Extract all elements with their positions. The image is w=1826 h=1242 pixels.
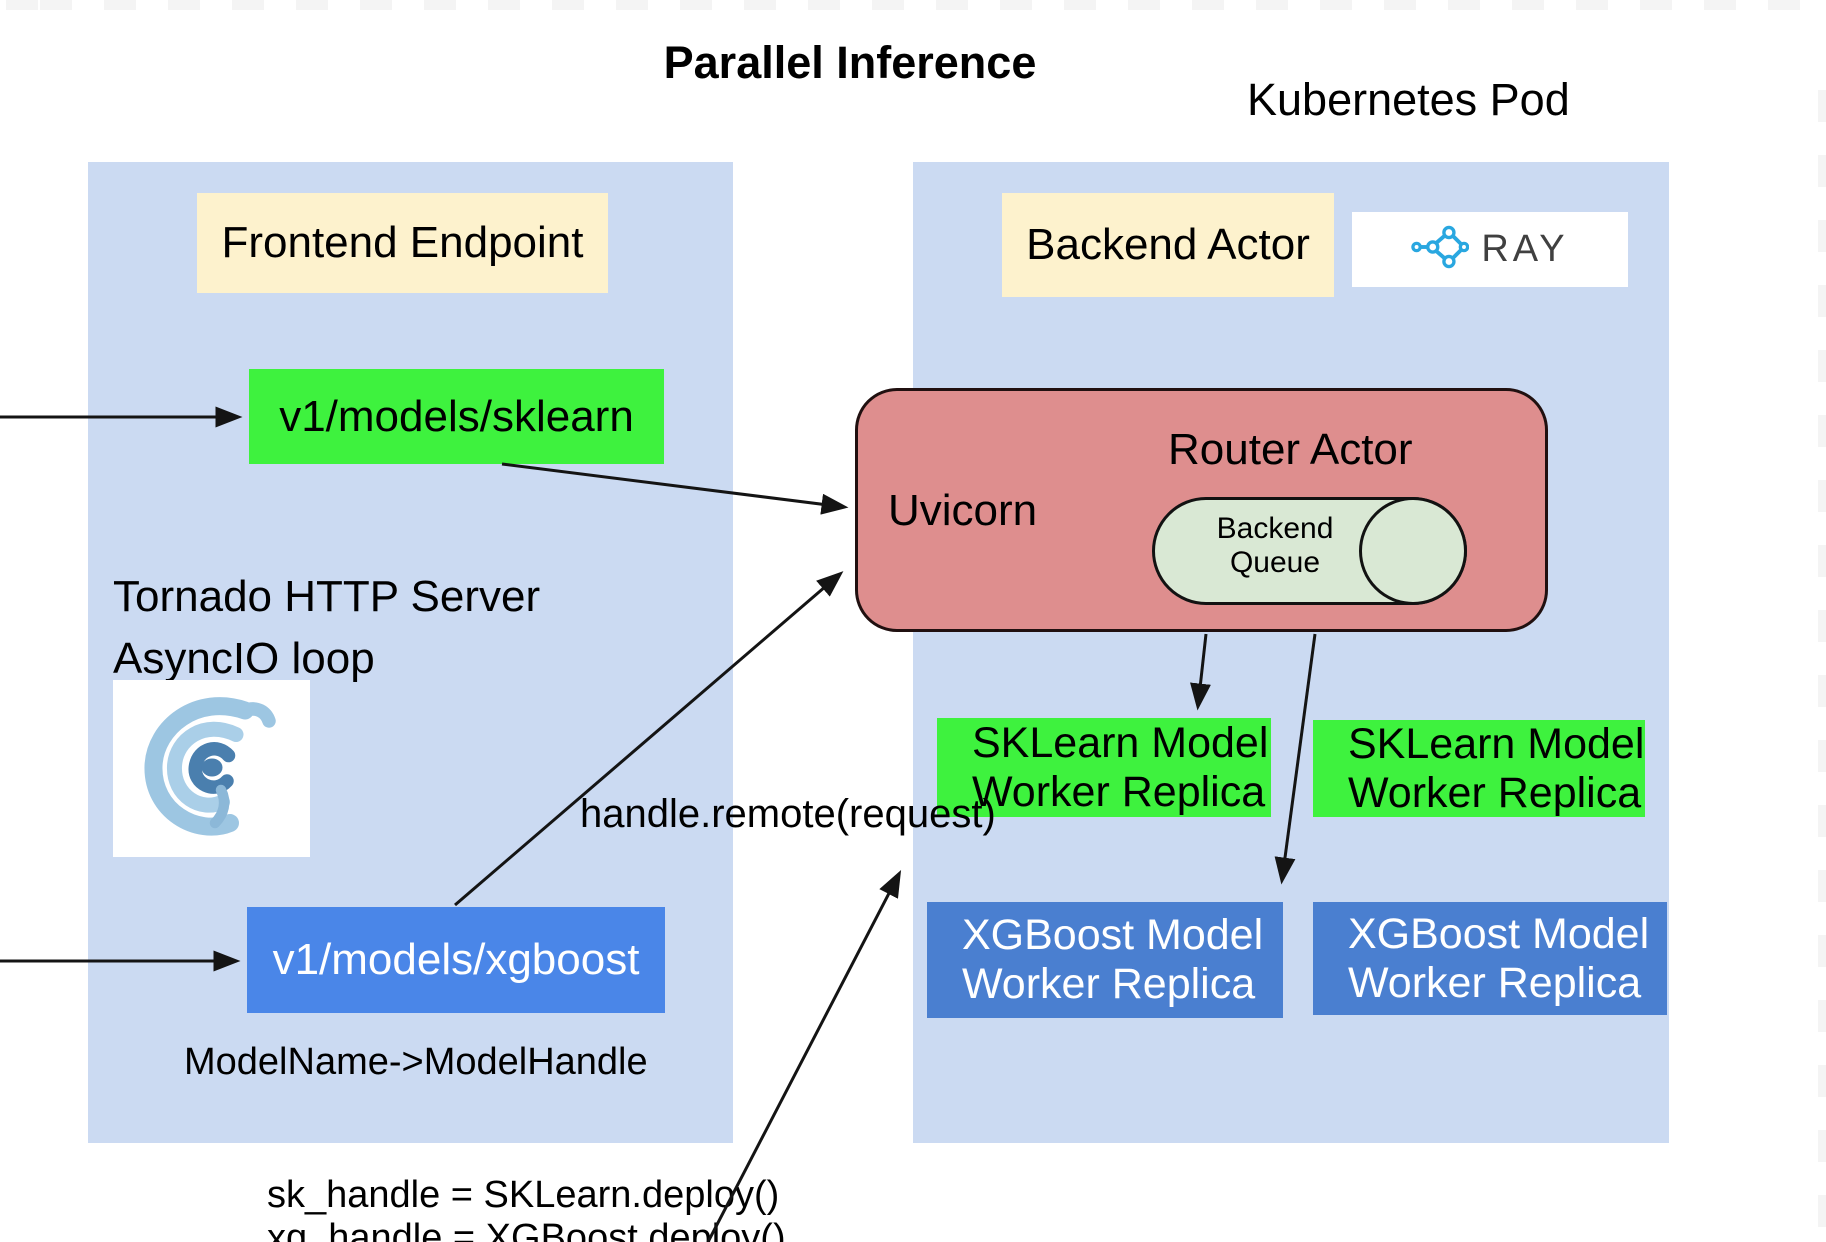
xgboost-route-label: v1/models/xgboost [272, 935, 640, 984]
tornado-server-caption: Tornado HTTP Server AsyncIO loop [113, 566, 540, 690]
backend-queue-end-circle [1359, 497, 1467, 605]
frontend-endpoint-label: Frontend Endpoint [221, 218, 584, 267]
model-mapping-note: ModelName->ModelHandle [184, 1041, 648, 1083]
sklearn-worker-replica-2: SKLearn Model Worker Replica [1313, 720, 1645, 817]
backend-actor-box: Backend Actor [1002, 193, 1334, 297]
tornado-logo [113, 680, 310, 857]
xgboost-route-box: v1/models/xgboost [247, 907, 665, 1013]
sklearn-worker-replica-1: SKLearn Model Worker Replica [937, 718, 1271, 817]
ray-wordmark: RAY [1481, 228, 1569, 270]
backend-queue-line1: Backend [1216, 512, 1334, 545]
tornado-caption-line2: AsyncIO loop [113, 634, 375, 683]
worker-line1: SKLearn Model [972, 718, 1269, 767]
sklearn-route-box: v1/models/sklearn [249, 369, 664, 464]
xgboost-worker-replica-1: XGBoost Model Worker Replica [927, 902, 1283, 1018]
transparency-checker-top [0, 0, 1826, 10]
backend-queue-line2: Queue [1229, 546, 1321, 579]
xgboost-worker-replica-2: XGBoost Model Worker Replica [1313, 902, 1667, 1015]
worker-line1: XGBoost Model [962, 911, 1264, 959]
ray-logo-box: RAY [1352, 212, 1628, 287]
worker-line2: Worker Replica [972, 767, 1266, 816]
worker-line2: Worker Replica [1348, 958, 1642, 1007]
deploy-code-line1: sk_handle = SKLearn.deploy() [267, 1174, 780, 1216]
worker-line2: Worker Replica [1348, 768, 1642, 817]
deploy-code-annotation: sk_handle = SKLearn.deploy() xg_handle =… [267, 1174, 786, 1242]
ray-network-icon [1411, 224, 1470, 275]
transparency-checker-right [1818, 90, 1826, 1242]
tornado-caption-line1: Tornado HTTP Server [113, 572, 541, 621]
handle-remote-annotation: handle.remote(request) [580, 792, 996, 836]
sklearn-route-label: v1/models/sklearn [279, 391, 634, 441]
router-actor-label: Router Actor [1168, 425, 1413, 474]
worker-line2: Worker Replica [962, 960, 1256, 1008]
backend-queue-label: Backend Queue [1180, 512, 1370, 580]
uvicorn-label: Uvicorn [888, 486, 1038, 535]
backend-actor-label: Backend Actor [1026, 220, 1310, 269]
tornado-swirl-icon [132, 691, 292, 846]
frontend-endpoint-box: Frontend Endpoint [197, 193, 608, 293]
kubernetes-pod-label: Kubernetes Pod [1247, 74, 1570, 125]
deploy-code-line2: xg_handle = XGBoost.deploy() [267, 1217, 786, 1242]
worker-line1: XGBoost Model [1348, 909, 1650, 958]
worker-line1: SKLearn Model [1348, 719, 1645, 768]
diagram-title: Parallel Inference [663, 37, 1037, 88]
